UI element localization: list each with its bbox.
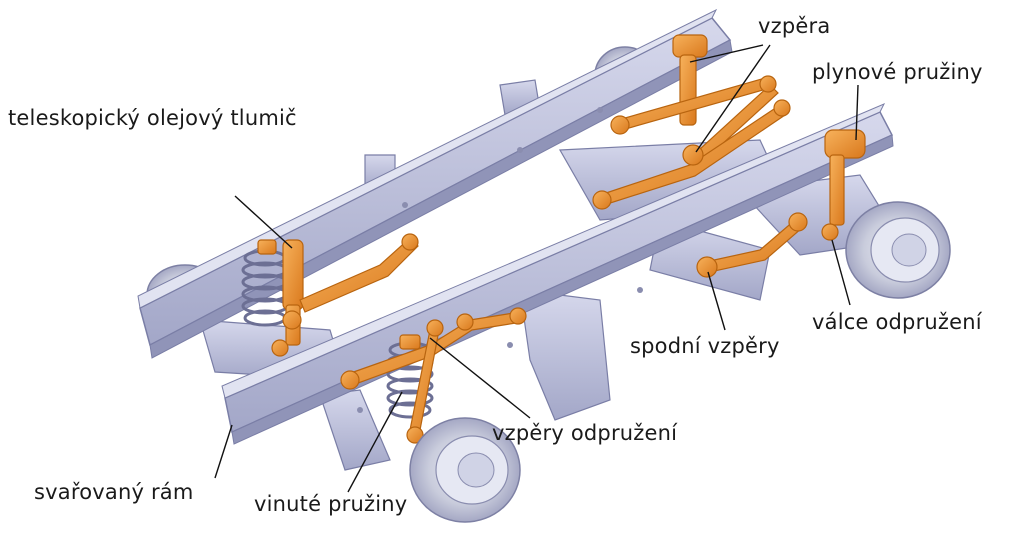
label-gas-springs: plynové pružiny bbox=[812, 60, 983, 84]
rivet-holes bbox=[357, 107, 643, 413]
wheel-front-left bbox=[409, 417, 521, 523]
leader-telescopic-damper bbox=[234, 195, 293, 249]
leader-lines bbox=[214, 44, 859, 493]
suspension-right bbox=[696, 129, 866, 278]
label-suspension-cylinders: válce odpružení bbox=[812, 310, 982, 334]
label-welded-frame: svařovaný rám bbox=[34, 480, 194, 504]
leader-strut-1 bbox=[689, 44, 764, 63]
leader-suspension-cylinders bbox=[831, 239, 851, 306]
leader-coil-springs bbox=[347, 391, 403, 493]
leader-welded-frame bbox=[214, 424, 233, 479]
suspension-struts-top bbox=[592, 34, 791, 210]
label-strut: vzpěra bbox=[758, 14, 831, 38]
leader-strut-2 bbox=[695, 44, 771, 153]
suspension-front-left bbox=[340, 307, 527, 444]
coil-spring-rear bbox=[241, 249, 289, 327]
label-coil-springs: vinuté pružiny bbox=[254, 492, 408, 516]
wheel-front-right bbox=[845, 201, 951, 299]
label-suspension-struts: vzpěry odpružení bbox=[492, 421, 678, 445]
label-telescopic-damper: teleskopický olejový tlumič bbox=[8, 106, 297, 130]
leader-gas-springs bbox=[855, 84, 859, 141]
suspension-rear bbox=[257, 233, 419, 357]
leader-lower-struts bbox=[707, 271, 726, 331]
leader-suspension-struts bbox=[429, 337, 531, 419]
label-lower-struts: spodní vzpěry bbox=[630, 334, 780, 358]
